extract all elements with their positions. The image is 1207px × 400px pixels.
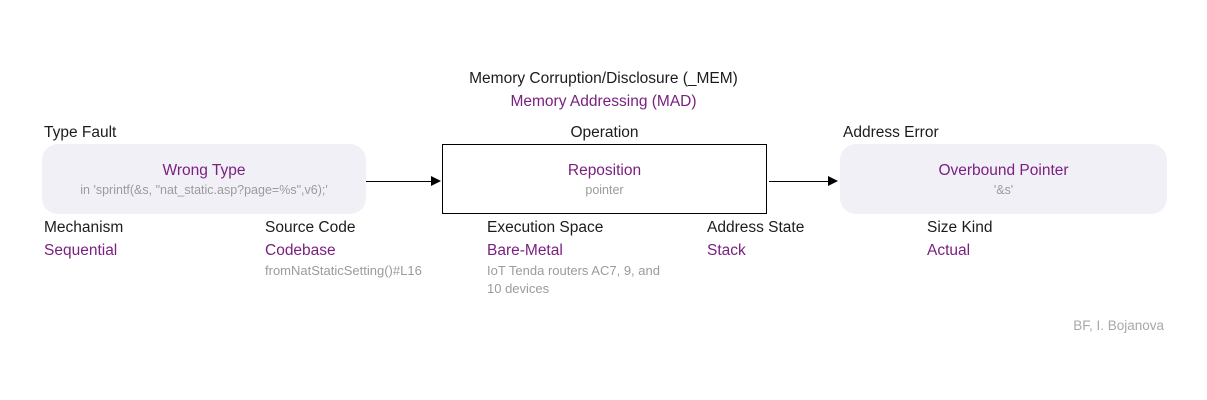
error-detail: '&s' [993, 182, 1014, 197]
attribute-mechanism: Mechanism Sequential [44, 218, 254, 260]
attribute-value: Actual [927, 242, 971, 259]
attribute-value: Bare-Metal [487, 242, 563, 259]
operation-section-label: Operation [570, 124, 639, 141]
attribute-value: Stack [707, 242, 746, 259]
attribute-label: Mechanism [44, 219, 124, 236]
diagram-title: Memory Corruption/Disclosure (_MEM) [469, 70, 738, 87]
attribute-label: Size Kind [927, 219, 993, 236]
operation-name: Reposition [567, 161, 642, 179]
fault-name: Wrong Type [162, 161, 246, 179]
attribute-label: Address State [707, 219, 805, 236]
attribute-label: Execution Space [487, 219, 604, 236]
attribute-label: Source Code [265, 219, 356, 236]
attribute-detail: IoT Tenda routers AC7, 9, and 10 devices [487, 263, 660, 296]
error-node: Overbound Pointer '&s' [840, 144, 1167, 214]
credit-text: BF, I. Bojanova [1073, 318, 1164, 333]
arrow-operation-to-error-line [769, 181, 829, 182]
attribute-value: Sequential [44, 242, 118, 259]
operation-detail: pointer [585, 182, 624, 197]
diagram-subtitle: Memory Addressing (MAD) [510, 93, 697, 110]
attribute-execution-space: Execution Space Bare-Metal IoT Tenda rou… [487, 218, 697, 298]
attribute-source-code: Source Code Codebase fromNatStaticSettin… [265, 218, 475, 280]
operation-node: Reposition pointer [442, 144, 767, 214]
attribute-detail: fromNatStaticSetting()#L16 [265, 263, 422, 278]
attribute-size-kind: Size Kind Actual [927, 218, 1137, 260]
address-error-section-label: Address Error [843, 124, 939, 141]
arrow-right-icon [828, 176, 838, 186]
fault-node: Wrong Type in 'sprintf(&s, "nat_static.a… [42, 144, 366, 214]
type-fault-section-label: Type Fault [44, 124, 117, 141]
attribute-value: Codebase [265, 242, 336, 259]
attribute-address-state: Address State Stack [707, 218, 917, 260]
arrow-fault-to-operation-line [366, 181, 432, 182]
error-name: Overbound Pointer [938, 161, 1069, 179]
arrow-right-icon [431, 176, 441, 186]
fault-detail: in 'sprintf(&s, "nat_static.asp?page=%s"… [80, 182, 328, 197]
